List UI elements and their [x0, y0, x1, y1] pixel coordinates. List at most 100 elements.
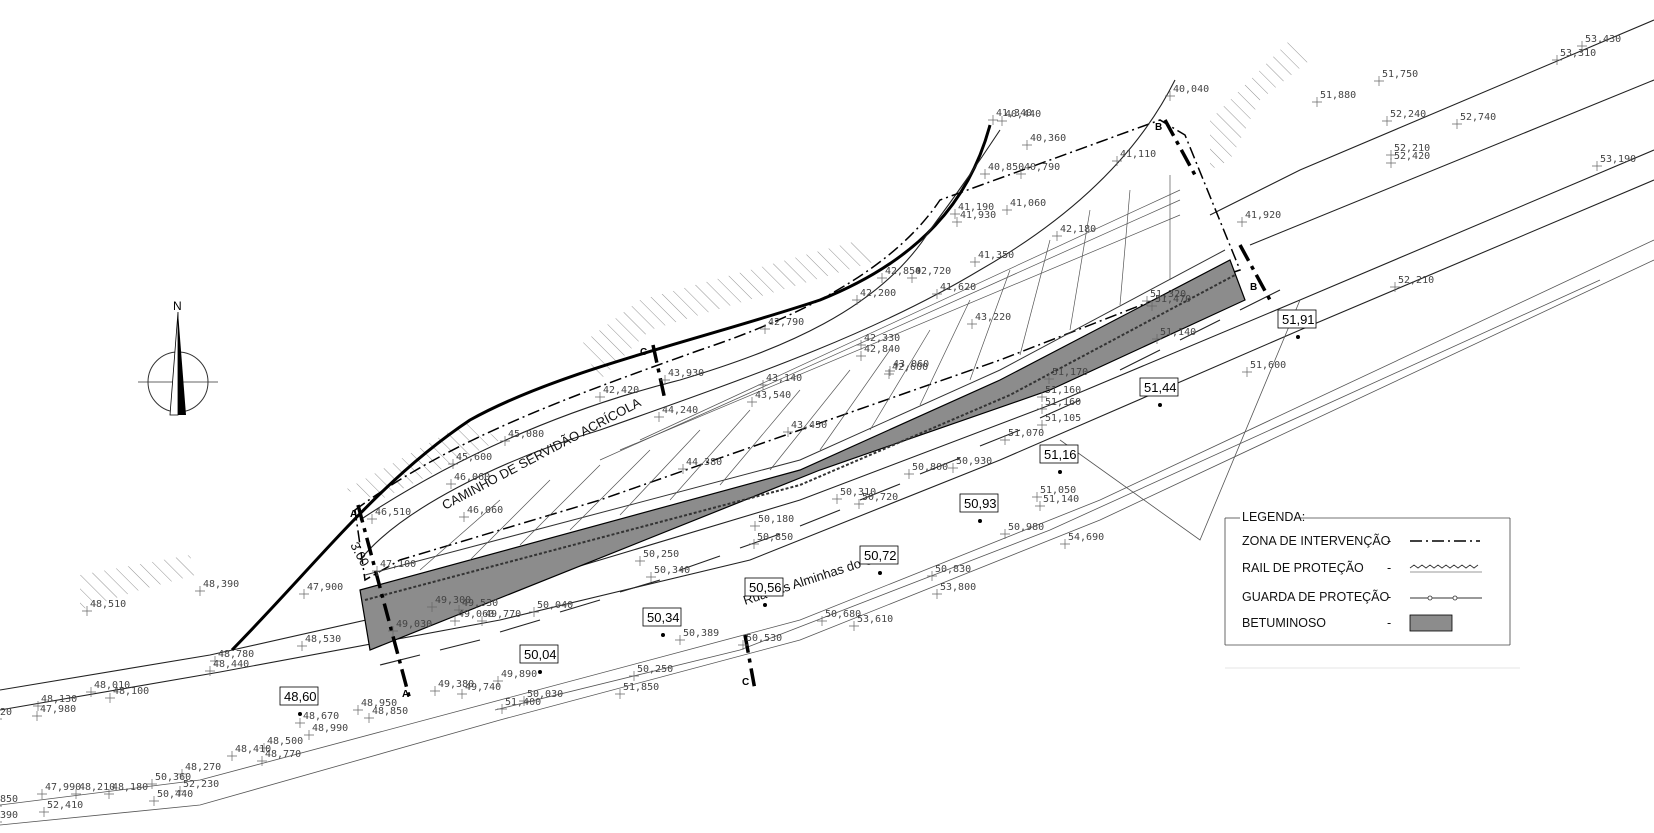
boxed-elevation: 51,44	[1139, 377, 1179, 407]
spot-elevation: 390	[0, 810, 18, 821]
spot-elevation: 42,850	[885, 266, 921, 277]
spot-elevation: 48,410	[235, 744, 271, 755]
compass-label: N	[173, 299, 182, 313]
spot-elevation-cross	[1452, 119, 1462, 129]
spot-elevation-cross	[817, 616, 827, 626]
caminho-servidao-edge	[230, 124, 992, 652]
spot-elevation-cross	[500, 436, 510, 446]
spot-elevation-cross	[678, 464, 688, 474]
spot-elevation-cross	[497, 704, 507, 714]
hatched-area	[580, 240, 880, 380]
spot-elevation: 52,410	[47, 800, 83, 811]
spot-elevation-cross	[104, 789, 114, 799]
spot-elevation: 42,180	[1060, 224, 1096, 235]
spot-elevation-cross	[147, 779, 157, 789]
spot-elevation: 49,740	[465, 682, 501, 693]
spot-elevation-cross	[758, 380, 768, 390]
spot-elevation-cross	[646, 572, 656, 582]
spot-elevation-cross	[39, 807, 49, 817]
spot-elevation: 50,850	[757, 532, 793, 543]
spot-elevation-cross	[988, 115, 998, 125]
boxed-elevation-label: 50,34	[647, 610, 680, 625]
spot-elevation-cross	[635, 556, 645, 566]
spot-elevation: 47,900	[307, 582, 343, 593]
spot-elevation: 51,105	[1045, 413, 1081, 424]
spot-elevation-cross	[970, 257, 980, 267]
section-line-b-top	[1163, 119, 1197, 176]
spot-elevation-cross	[367, 514, 377, 524]
spot-elevation: 48,990	[312, 723, 348, 734]
spot-elevation-cross	[175, 786, 185, 796]
spot-elevation-cross	[1312, 97, 1322, 107]
spot-elevation-cross	[856, 351, 866, 361]
contour	[1059, 299, 1301, 541]
spot-elevation: 52,420	[1394, 151, 1430, 162]
spot-elevation-cross	[195, 586, 205, 596]
spot-elevation-cross	[1112, 156, 1122, 166]
spot-elevation-cross	[760, 324, 770, 334]
legend-item-guarda: GUARDA DE PROTEÇÃO	[1242, 590, 1390, 604]
boxed-elevation-label: 50,56	[749, 580, 782, 595]
spot-elevation: 50,340	[654, 565, 690, 576]
spot-elevation-cross	[353, 705, 363, 715]
spot-elevation: 48,850	[372, 706, 408, 717]
spot-elevation: 44,240	[662, 405, 698, 416]
spot-elevation-cross	[71, 789, 81, 799]
spot-elevation-cross	[615, 689, 625, 699]
spot-elevation-cross	[1390, 282, 1400, 292]
spot-elevation: 46,510	[375, 507, 411, 518]
spot-elevation: 51,160	[1045, 385, 1081, 396]
section-markers: A A C C B B	[350, 119, 1272, 701]
spot-elevation-cross	[0, 821, 2, 823]
spot-elevation-cross	[364, 713, 374, 723]
spot-elevation-cross	[832, 494, 842, 504]
spot-elevation: 50,930	[956, 456, 992, 467]
legend-dash-guarda: -	[1387, 590, 1391, 604]
spot-elevation-cross	[299, 589, 309, 599]
spot-elevation-cross	[1386, 158, 1396, 168]
spot-elevation-cross	[980, 169, 990, 179]
section-label-a-bottom: A	[402, 689, 409, 700]
spot-elevation-cross	[629, 671, 639, 681]
section-label-c-top: C	[640, 347, 647, 358]
boxed-elevation-label: 50,04	[524, 647, 557, 662]
spot-elevation: 53,190	[1600, 154, 1636, 165]
spot-elevation-cross	[1022, 140, 1032, 150]
spot-elevation-cross	[177, 769, 187, 779]
spot-elevation: 40,790	[1024, 162, 1060, 173]
spot-elevation: 50,800	[912, 462, 948, 473]
spot-elevation-cross	[654, 412, 664, 422]
spot-elevation: 41,060	[1010, 198, 1046, 209]
spot-elevation: 40,040	[1173, 84, 1209, 95]
legend-dash-zona: -	[1387, 534, 1391, 548]
section-label-a-top: A	[350, 509, 357, 520]
spot-elevation-cross	[1044, 374, 1054, 384]
spot-elevation-cross	[297, 641, 307, 651]
spot-elevation-cross	[885, 366, 895, 376]
legend-item-betuminoso: BETUMINOSO	[1242, 616, 1326, 630]
curb-line	[494, 279, 1601, 711]
spot-elevation: 47,100	[380, 559, 416, 570]
spot-elevation: 48,440	[213, 659, 249, 670]
spot-elevation-cross	[904, 469, 914, 479]
spot-elevation: 48,510	[90, 599, 126, 610]
spot-elevation: 50,389	[683, 628, 719, 639]
spot-elevation-cross	[660, 375, 670, 385]
spot-elevation: 48,390	[203, 579, 239, 590]
spot-elevation: 50,530	[746, 633, 782, 644]
road-edge	[0, 259, 1654, 826]
spot-elevation-cross	[849, 621, 859, 631]
north-compass: N	[138, 299, 218, 416]
spot-elevation-cross	[1152, 334, 1162, 344]
spot-elevation: 43,140	[766, 373, 802, 384]
spot-elevation-cross	[493, 676, 503, 686]
spot-elevation-cross	[1032, 492, 1042, 502]
spot-elevation-cross	[105, 693, 115, 703]
spot-elevation-cross	[738, 640, 748, 650]
boxed-elevation: 50,93	[959, 493, 999, 523]
spot-elevation: 41,920	[1245, 210, 1281, 221]
spot-elevation-cross	[1552, 55, 1562, 65]
protection-guard	[364, 249, 1226, 576]
spot-elevation: 41,620	[940, 282, 976, 293]
spot-elevation-cross	[1037, 420, 1047, 430]
